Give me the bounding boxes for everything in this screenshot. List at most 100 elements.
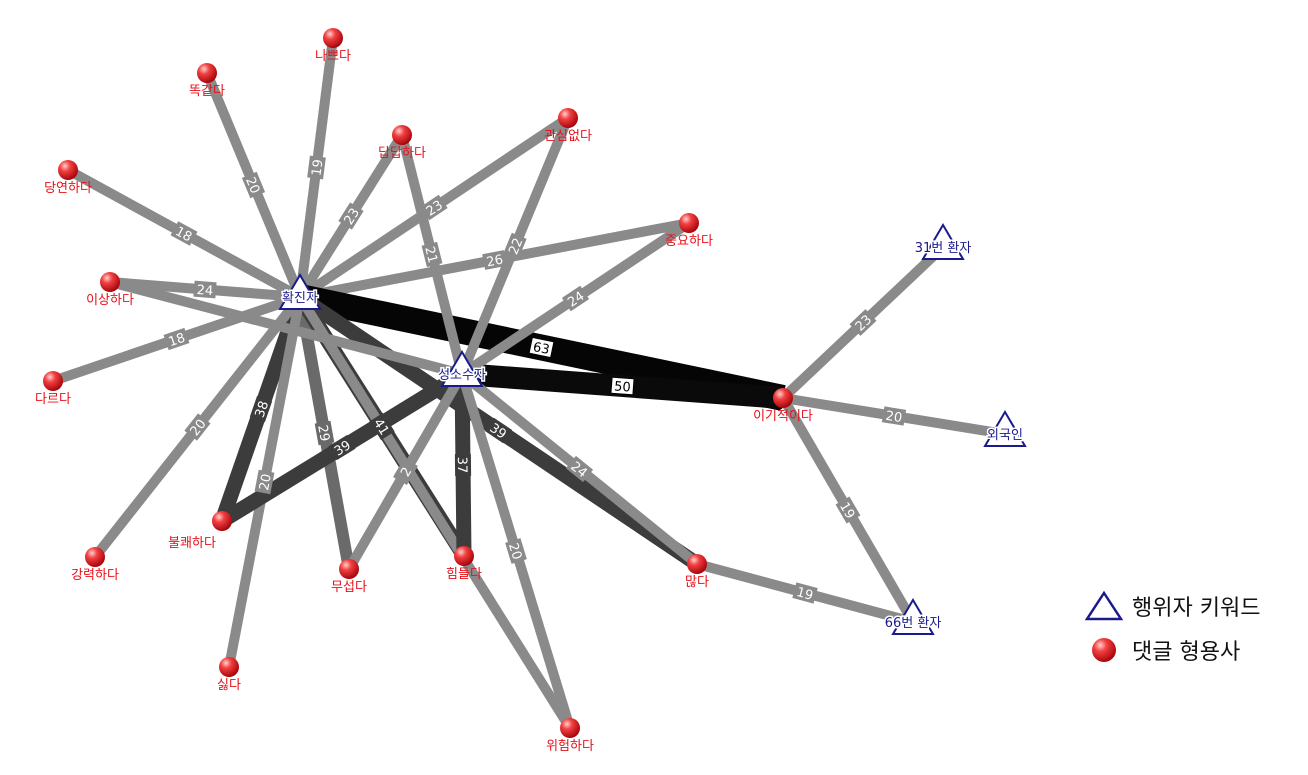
edge-weight-label: 26 (482, 250, 507, 271)
actor-triangle-icon (983, 410, 1027, 447)
node-manta: 많다 (685, 554, 709, 590)
adjective-label: 불쾌하다 (168, 536, 216, 551)
edge-weight-text: 39 (332, 438, 354, 459)
edge-weight-text: 29 (314, 424, 332, 443)
edge-weight-label: 20 (254, 469, 275, 495)
adjective-ball-icon (558, 108, 578, 128)
edge-weight-label: 2 (393, 457, 418, 486)
adjective-ball-icon (392, 125, 412, 145)
edge-weight-label: 41 (369, 412, 395, 441)
edge-weight-label: 19 (307, 155, 327, 180)
edge-weight-text: 23 (342, 206, 364, 228)
actor-label: 확진자 (282, 291, 318, 306)
edge-weight-text: 22 (506, 236, 526, 257)
node-bulkwaehada: 불쾌하다 (168, 511, 232, 551)
edge-weight-label: 20 (881, 406, 907, 426)
edge-weight-text: 20 (505, 541, 524, 561)
adjective-ball-icon (85, 547, 105, 567)
actor-label: 66번 환자 (885, 616, 942, 631)
adjective-ball-icon (100, 272, 120, 292)
adjective-label: 무섭다 (331, 580, 367, 595)
edge-weight-label: 20 (505, 538, 527, 564)
actor-triangle-icon (278, 273, 322, 310)
adjective-label: 답답하다 (378, 146, 426, 161)
adjective-label: 위험하다 (546, 739, 594, 754)
node-gangnyeokhada: 강력하다 (71, 547, 119, 583)
adjective-label: 나쁘다 (315, 49, 351, 64)
edge-weight-text: 21 (421, 245, 440, 265)
adjective-label: 관심없다 (544, 129, 592, 144)
actor-label: 외국인 (987, 428, 1023, 443)
edge-weight-text: 20 (884, 409, 903, 426)
edge-weight-text: 24 (196, 283, 214, 299)
edge-weight-text: 19 (836, 500, 857, 522)
node-31beon: 31번 환자 (913, 223, 973, 260)
edge-weight-text: 19 (310, 159, 327, 177)
adjective-ball-icon (43, 371, 63, 391)
adjective-ball-icon (454, 546, 474, 566)
adjective-ball-icon (323, 28, 343, 48)
edges-layer (51, 37, 1006, 731)
actor-triangle-icon (891, 598, 935, 635)
legend: 행위자 키워드 댓글 형용사 (1082, 584, 1260, 672)
adjective-label: 강력하다 (71, 568, 119, 583)
adjective-ball-icon (197, 63, 217, 83)
adjective-label: 다르다 (35, 392, 71, 407)
node-jungyohada: 중요하다 (665, 213, 713, 249)
edge-weight-text: 41 (370, 416, 392, 438)
edge-weight-text: 18 (167, 331, 187, 351)
actor-triangle-icon (440, 350, 484, 387)
edge-weight-label: 19 (792, 582, 818, 604)
legend-row-actor: 행위자 키워드 (1082, 584, 1260, 628)
edge-weight-label: 21 (421, 241, 443, 268)
edge-weight-label: 22 (503, 232, 527, 260)
node-dapdaphada: 답답하다 (378, 125, 426, 161)
edge-weight-text: 50 (614, 379, 632, 395)
adjective-ball-icon (773, 388, 793, 408)
edge-hwakjinja-wiheomhada (295, 294, 575, 731)
legend-label-actor: 행위자 키워드 (1132, 596, 1261, 621)
node-himdeulda: 힘들다 (446, 546, 482, 582)
edge-weight-text: 37 (454, 457, 469, 474)
edge-weight-label: 63 (528, 336, 555, 359)
actor-label: 31번 환자 (915, 241, 972, 256)
adjective-ball-icon (58, 160, 78, 180)
node-dareuda: 다르다 (35, 371, 71, 407)
edge-weight-text: 18 (172, 224, 194, 245)
edge-weight-label: 19 (835, 496, 861, 524)
edge-weight-label: 39 (328, 434, 356, 461)
adjective-label: 이기적이다 (753, 409, 813, 424)
node-silda: 싫다 (217, 657, 241, 693)
node-isanghada: 이상하다 (86, 272, 134, 308)
adjective-ball-icon (219, 657, 239, 677)
adjective-label: 힘들다 (446, 567, 482, 582)
node-nappeuda: 나쁘다 (315, 28, 351, 64)
edge-weight-label: 20 (241, 171, 266, 199)
edge-weight-label: 50 (610, 376, 635, 396)
adjective-label: 똑같다 (189, 84, 225, 99)
adjective-label: 싫다 (217, 678, 241, 693)
actor-triangle-icon (921, 223, 965, 260)
edge-weight-label: 37 (454, 453, 472, 477)
triangle-icon (1082, 588, 1126, 624)
node-66beon: 66번 환자 (883, 598, 943, 635)
node-seongsosuja: 성소수자 (437, 350, 487, 387)
node-oegugin: 외국인 (983, 410, 1027, 447)
edge-weight-text: 38 (253, 399, 273, 420)
edge-weight-text: 19 (795, 585, 815, 604)
adjective-ball-icon (212, 511, 232, 531)
adjective-ball-icon (560, 718, 580, 738)
adjective-ball-icon (339, 559, 359, 579)
adjective-label: 이상하다 (86, 293, 134, 308)
edge-weight-label: 23 (338, 202, 364, 230)
node-igijeogida: 이기적이다 (753, 388, 813, 424)
adjective-label: 많다 (685, 575, 709, 590)
edge-weight-text: 26 (485, 253, 504, 271)
edge-weight-label: 29 (314, 420, 335, 446)
adjective-label: 당연하다 (44, 181, 92, 196)
edge-weight-label: 18 (163, 327, 190, 351)
edge-seongsosuja-isanghada (108, 277, 464, 379)
edge-weight-label: 24 (193, 280, 217, 299)
